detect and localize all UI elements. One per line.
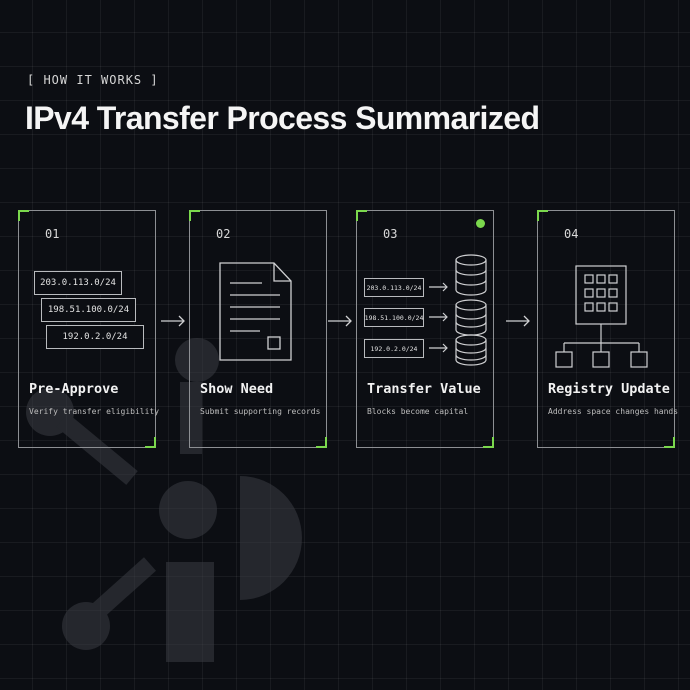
status-dot-icon (476, 219, 485, 228)
step-subtitle: Submit supporting records (200, 407, 321, 416)
arrow-right-icon (161, 315, 185, 327)
ip-block-label: 203.0.113.0/24 (34, 271, 122, 295)
step-title: Registry Update (548, 381, 670, 397)
step-card-pre-approve: 01 203.0.113.0/24 198.51.100.0/24 192.0.… (18, 210, 160, 448)
ip-block-label: 192.0.2.0/24 (46, 325, 144, 349)
step-card-show-need: 02 Show Need Submit supporting records (189, 210, 327, 448)
arrow-right-icon (328, 315, 352, 327)
database-icon (455, 334, 487, 366)
step-number: 01 (45, 227, 60, 241)
step-number: 02 (216, 227, 231, 241)
database-icon (455, 254, 487, 296)
ip-block-label: 192.0.2.0/24 (364, 339, 424, 358)
ip-block-label: 203.0.113.0/24 (364, 278, 424, 297)
database-icon (455, 299, 487, 336)
step-card-transfer-value: 03 203.0.113.0/24 198.51.100.0/24 192.0.… (356, 210, 494, 448)
step-card-registry-update: 04 Registry Update Address space changes… (537, 210, 679, 448)
step-title: Transfer Value (367, 381, 481, 397)
arrow-right-icon (506, 315, 530, 327)
corner-accent (664, 437, 675, 448)
document-icon (219, 262, 292, 361)
org-chart-icon (555, 324, 648, 368)
page-title: IPv4 Transfer Process Summarized (25, 100, 540, 136)
corner-accent (189, 210, 200, 221)
step-subtitle: Address space changes hands (548, 407, 679, 416)
corner-accent (356, 210, 367, 221)
corner-accent (18, 210, 29, 221)
corner-accent (483, 437, 494, 448)
ip-block-label: 198.51.100.0/24 (364, 308, 424, 327)
step-title: Show Need (200, 381, 274, 397)
building-icon (575, 265, 627, 325)
step-number: 03 (383, 227, 398, 241)
registry-illustration (555, 265, 648, 368)
step-subtitle: Verify transfer eligibility (29, 407, 160, 416)
arrow-right-icon (429, 282, 448, 353)
ip-block-label: 198.51.100.0/24 (41, 298, 136, 322)
section-eyebrow: [ HOW IT WORKS ] (27, 73, 159, 87)
corner-accent (537, 210, 548, 221)
step-title: Pre-Approve (29, 381, 119, 397)
step-subtitle: Blocks become capital (367, 407, 469, 416)
step-number: 04 (564, 227, 579, 241)
corner-accent (316, 437, 327, 448)
blocks-to-database-illustration (429, 254, 487, 366)
corner-accent (145, 437, 156, 448)
